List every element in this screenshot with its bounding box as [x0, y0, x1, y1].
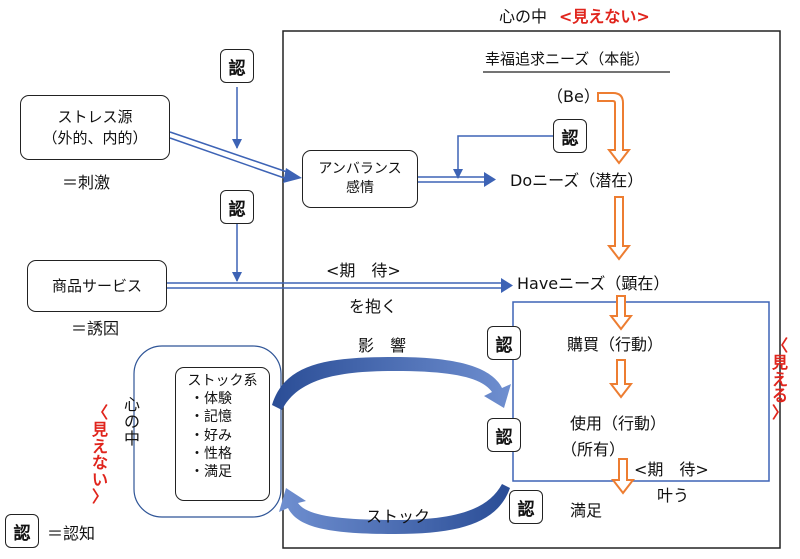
expectation-second-label: <期 待> — [634, 460, 709, 479]
left-mienai-char: い — [92, 470, 109, 490]
product-to-have-arrow — [167, 278, 513, 293]
left-kokoro-char: の — [124, 411, 141, 431]
legend-nin-badge: 認 — [5, 514, 39, 548]
stress-source-box: ストレス源 （外的、内的） — [20, 95, 170, 160]
left-mienai-char: え — [92, 436, 109, 456]
stress-sub-label: ＝刺激 — [62, 173, 111, 192]
left-mienai-char: 〈 — [92, 403, 109, 422]
ownership-label: （所有） — [561, 440, 626, 459]
left-kokoro-char: 心 — [124, 395, 141, 414]
stock-item: ・体験 — [190, 391, 232, 408]
satisfaction-label: 満足 — [570, 501, 603, 520]
imbalance-emotion-box: アンバランス 感情 — [302, 150, 418, 208]
purchase-label: 購買（行動） — [567, 335, 664, 354]
left-kokoro-vertical: 心 の 中 — [124, 395, 141, 448]
right-mieru-char: え — [772, 369, 789, 389]
nin-badge-middle: 認 — [220, 190, 254, 224]
right-mieru-char: る — [772, 386, 789, 406]
stress-line2: （外的、内的） — [42, 128, 148, 147]
left-mind-frame — [133, 345, 282, 518]
product-service-box: 商品サービス — [27, 260, 167, 312]
right-mieru-char: 〈 — [772, 336, 789, 355]
happiness-needs-label: 幸福追求ニーズ（本能） — [485, 50, 650, 68]
left-mienai-vertical: 〈 見 え な い 〉 — [92, 403, 109, 506]
header-kokoro-label: 心の中 — [499, 7, 548, 26]
nin-right-arrow — [453, 135, 553, 179]
influence-label: 影 響 — [358, 336, 407, 355]
stock-arrow — [279, 484, 510, 534]
stock-flow-label: ストック — [366, 507, 431, 526]
right-mieru-char: 見 — [772, 352, 789, 372]
be-label: （Be） — [547, 87, 600, 106]
product-label: 商品サービス — [51, 276, 142, 295]
influence-arrow — [272, 357, 511, 410]
use-label: 使用（行動） — [570, 414, 667, 433]
left-mienai-char: 見 — [92, 419, 109, 439]
fulfill-label: 叶う — [657, 486, 690, 505]
nin-badge-top: 認 — [220, 49, 254, 83]
inner-mind-frame — [282, 30, 781, 549]
nin-badge-purchase: 認 — [487, 326, 521, 360]
have-needs-label: Haveニーズ（顕在） — [517, 274, 670, 293]
left-mienai-char: な — [92, 453, 109, 473]
legend-text: ＝認知 — [47, 524, 96, 543]
stock-system-box: ストック系 ・体験 ・記憶 ・好み ・性格 ・満足 — [175, 367, 270, 501]
nin-badge-use: 認 — [487, 418, 521, 452]
expectation-sub-label: を抱く — [349, 297, 398, 316]
product-sub-label: ＝誘因 — [71, 319, 120, 338]
left-kokoro-char: 中 — [124, 428, 141, 448]
stock-item: ・満足 — [190, 463, 232, 480]
stock-item: ・記憶 — [190, 409, 232, 426]
stress-line1: ストレス源 — [57, 108, 133, 127]
visible-region-frame — [512, 301, 770, 482]
nin-badge-satisfaction: 認 — [509, 490, 543, 524]
stress-to-imbalance-arrow — [169, 131, 302, 183]
stock-item: ・好み — [190, 427, 232, 444]
right-mieru-char: 〉 — [772, 403, 789, 423]
orange-flow-arrows — [597, 92, 636, 495]
expectation-label: <期 待> — [326, 261, 401, 280]
stock-item: ・性格 — [190, 445, 232, 462]
left-mienai-char: 〉 — [92, 486, 109, 506]
imbalance-line1: アンバランス — [318, 161, 402, 178]
do-needs-label: Doニーズ（潜在） — [510, 171, 644, 190]
imbalance-line2: 感情 — [346, 180, 374, 196]
imbalance-to-do-arrow — [418, 172, 496, 187]
header-mienai-label: <見えない> — [559, 7, 650, 26]
right-mieru-vertical: 〈 見 え る 〉 — [772, 336, 789, 423]
nin-badge-right: 認 — [553, 119, 587, 153]
stock-title: ストック系 — [187, 373, 258, 389]
